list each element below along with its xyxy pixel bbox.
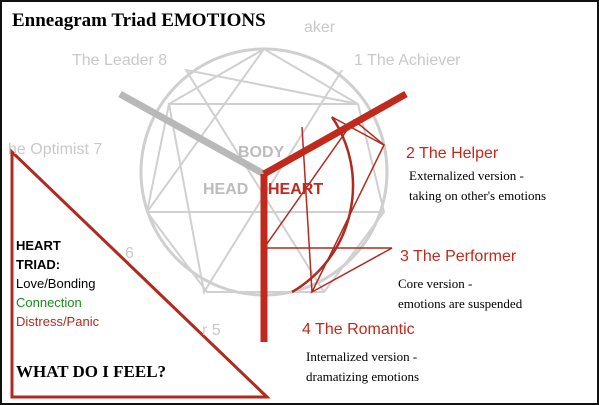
triad-distress-panic: Distress/Panic [16,314,100,329]
triad-heading-line1: HEART [16,238,61,253]
center-label-body: BODY [238,144,285,161]
heart-triad-box: HEART TRIAD: Love/Bonding Connection Dis… [16,236,99,331]
heart-bar-diagonal [262,90,408,178]
heart-type-4-description: Internalized version - dramatizing emoti… [306,347,419,387]
center-label-head: HEAD [203,181,248,198]
triad-love-bonding: Love/Bonding [16,276,96,291]
heart-type-3-label: 3 The Performer [400,248,517,265]
triad-connection: Connection [16,295,82,310]
heart-type-2-label: 2 The Helper [406,145,499,162]
type-label-peacemaker: aker [304,19,336,36]
type-label-6: 6 [125,245,134,262]
heart-type-3-description: Core version - emotions are suspended [398,274,522,314]
heart-type-2-desc-line2: taking on other's emotions [409,188,547,203]
infographic-title: Enneagram Triad EMOTIONS [12,10,266,31]
head-bar [118,90,266,178]
type-label-leader: The Leader 8 [72,52,167,69]
triad-heading-line2: TRIAD: [16,257,61,272]
enneagram-triangle-gray [146,48,265,213]
type-label-achiever: 1 The Achiever [354,52,461,69]
type-label-optimist: he Optimist 7 [8,141,102,158]
heart-type-2-description: Externalized version - taking on other's… [409,166,546,206]
triad-question: WHAT DO I FEEL? [16,362,167,381]
heart-type-3-desc-line2: emotions are suspended [398,296,523,311]
enneagram-hexad-gray [167,68,359,295]
heart-type-3-desc-line1: Core version - [398,276,473,291]
heart-type-4-desc-line1: Internalized version - [306,349,418,364]
heart-type-2-desc-line1: Externalized version - [409,168,524,183]
heart-type-4-desc-line2: dramatizing emotions [306,369,420,384]
type-label-5: r 5 [202,322,221,339]
center-label-heart: HEART [268,181,323,198]
triad-triangle [10,148,271,399]
heart-type-4-label: 4 The Romantic [302,321,415,338]
